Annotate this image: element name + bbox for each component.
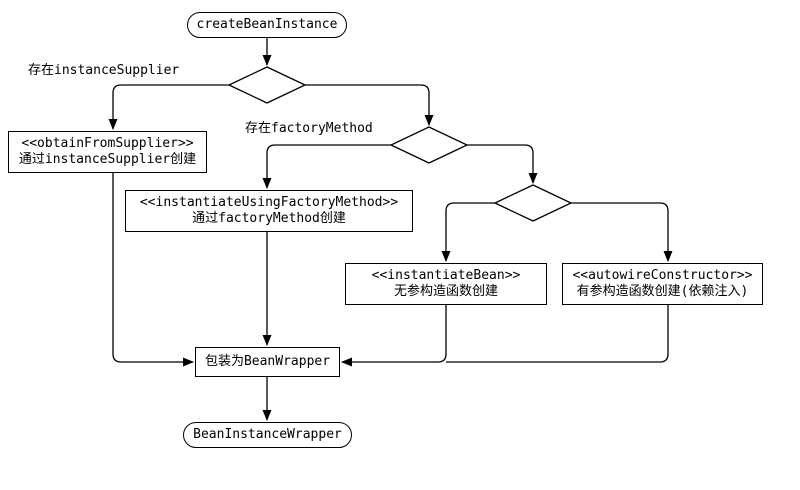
edge-decision2-to-decision-constructor: [467, 144, 538, 184]
node-instantiate-bean: <<instantiateBean>> 无参构造函数创建: [345, 263, 547, 305]
edge-autowire-constructor-to-bean-wrapper: [446, 305, 669, 363]
instantiate-bean-stereotype: <<instantiateBean>>: [371, 268, 521, 283]
node-autowire-constructor: <<autowireConstructor>> 有参构造函数创建(依赖注入): [562, 263, 763, 305]
node-instantiate-using-factory-method: <<instantiateUsingFactoryMethod>> 通过fact…: [125, 190, 413, 232]
edge-instantiate-bean-to-bean-wrapper: [341, 305, 447, 367]
branch-label-instance-supplier: 存在instanceSupplier: [28, 63, 180, 78]
edge-decision3-to-instantiate-bean: [441, 202, 495, 262]
autowire-constructor-stereotype: <<autowireConstructor>>: [572, 268, 753, 283]
node-wrap-bean-wrapper: 包装为BeanWrapper: [195, 347, 340, 377]
edge-decision3-to-autowire-constructor: [571, 202, 673, 262]
decision-constructor-args: [493, 184, 573, 222]
obtain-from-supplier-desc: 通过instanceSupplier创建: [18, 152, 197, 167]
end-node-label: BeanInstanceWrapper: [193, 427, 342, 442]
instantiate-bean-desc: 无参构造函数创建: [393, 284, 498, 299]
instantiate-using-factory-method-desc: 通过factoryMethod创建: [192, 211, 346, 226]
edge-decision1-to-obtain-from-supplier: [108, 84, 229, 130]
edge-decision2-to-instantiate-using-factory-method: [262, 144, 391, 189]
autowire-constructor-desc: 有参构造函数创建(依赖注入): [576, 284, 749, 299]
instantiate-using-factory-method-stereotype: <<instantiateUsingFactoryMethod>>: [139, 195, 399, 210]
start-node: createBeanInstance: [187, 12, 347, 38]
decision-instance-supplier: [227, 66, 307, 104]
node-obtain-from-supplier: <<obtainFromSupplier>> 通过instanceSupplie…: [8, 131, 207, 173]
obtain-from-supplier-stereotype: <<obtainFromSupplier>>: [21, 136, 194, 151]
edge-decision1-to-decision-factory-method: [305, 84, 434, 126]
branch-label-factory-method: 存在factoryMethod: [245, 121, 373, 136]
start-node-label: createBeanInstance: [196, 17, 338, 32]
end-node: BeanInstanceWrapper: [183, 422, 352, 448]
wrap-bean-wrapper-label: 包装为BeanWrapper: [204, 354, 331, 369]
edge-obtain-from-supplier-to-bean-wrapper: [112, 173, 194, 367]
decision-factory-method: [389, 126, 469, 164]
